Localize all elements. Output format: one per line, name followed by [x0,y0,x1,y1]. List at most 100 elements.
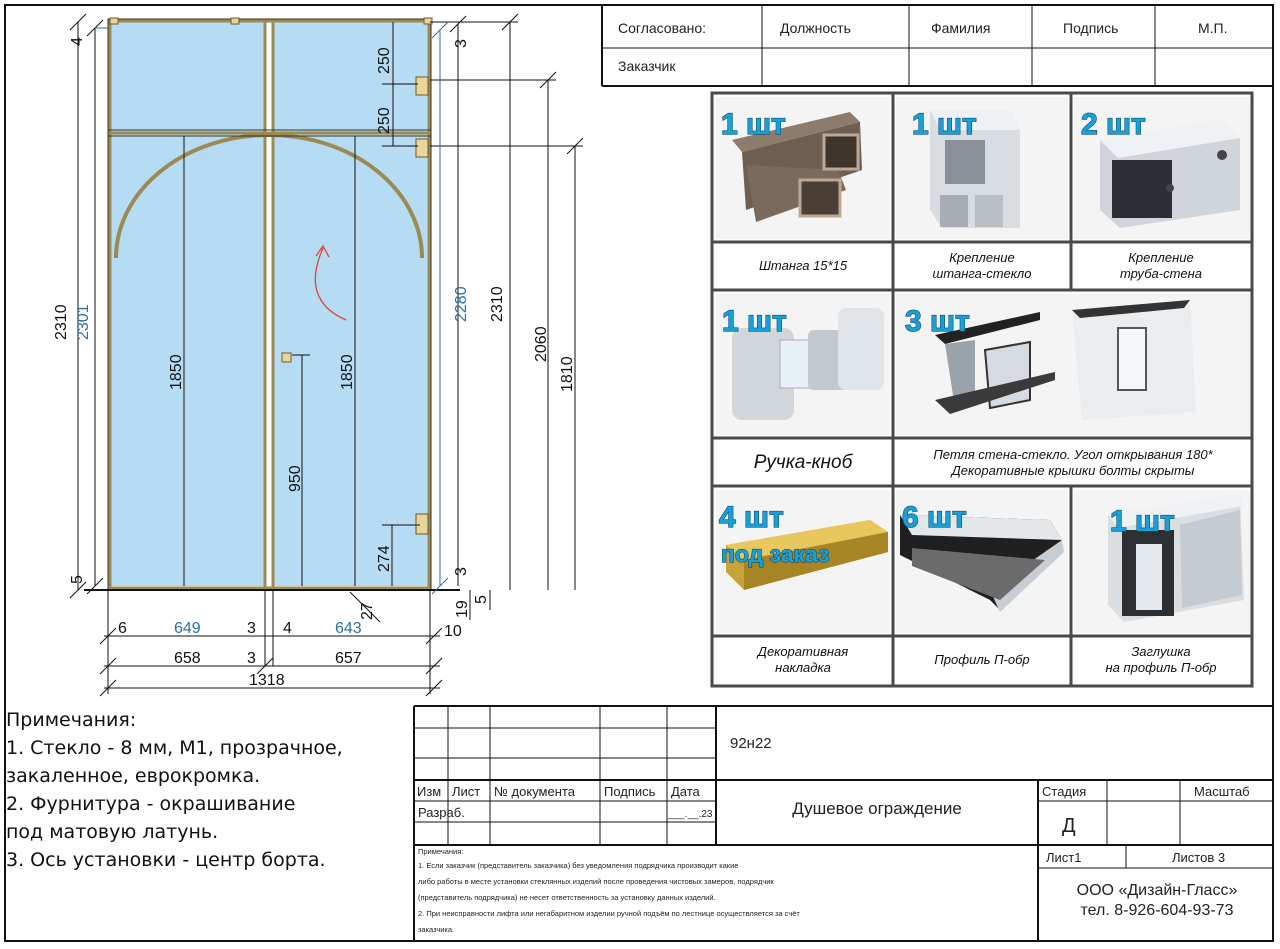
hw-label-1-line-1: штанга-стекло [933,266,1032,281]
decorative-arch [114,133,424,259]
svg-text:274: 274 [376,545,393,572]
quantity-badges: 1 шт 1 шт 2 шт 1 шт 3 шт 4 шт под заказ … [718,107,1175,567]
header-signature: Подпись [604,784,656,799]
qty-6: 6 шт [902,501,967,534]
svg-text:5: 5 [69,575,86,584]
small-note-5: заказчика. [418,925,454,934]
scale-label: Масштаб [1194,784,1250,799]
drawing-sheet [4,4,1274,942]
square-tube-icon [716,97,890,239]
svg-text:2280: 2280 [453,286,470,322]
svg-text:649: 649 [174,620,201,637]
qty-5: 4 шт [719,501,784,534]
hinge-top [415,76,429,96]
profile-end-cap-icon [1074,490,1250,633]
qty-7: 1 шт [1110,505,1175,538]
svg-text:3: 3 [453,567,470,576]
tube-wall-bracket-icon [1074,97,1250,239]
note-line: 1. Стекло - 8 мм, М1, прозрачное, [6,737,343,759]
small-note-4: 2. При неисправности лифта или негабарит… [418,909,800,918]
svg-text:2301: 2301 [75,304,92,340]
qty-3: 1 шт [722,305,787,338]
door-opening-arrow [314,247,347,321]
header-date: Дата [671,784,701,799]
svg-text:250: 250 [376,47,393,74]
glass-fixed-panel [111,22,265,586]
hw-label-0-line-0: Штанга 15*15 [759,258,848,273]
svg-text:27: 27 [359,602,376,620]
qty-5-note: под заказ [721,541,830,567]
svg-text:2310: 2310 [53,304,70,340]
hw-label-4-line-0: Петля стена-стекло. Угол открывания 180* [933,447,1213,462]
svg-text:3: 3 [453,39,470,48]
title-block [413,705,1274,942]
svg-text:643: 643 [335,620,362,637]
svg-text:6: 6 [118,620,127,637]
svg-text:4: 4 [69,37,86,46]
svg-text:658: 658 [174,650,201,667]
brass-frame [108,19,431,590]
sheet-label: Лист1 [1046,850,1081,865]
note-line: под матовую латунь. [6,821,219,843]
svg-text:1850: 1850 [168,354,185,390]
small-note-1: 1. Если заказчик (представитель заказчик… [418,861,738,870]
customer-label: Заказчик [618,58,676,74]
hw-label-2-line-1: труба-стена [1120,266,1202,281]
small-note-2: либо работы в месте установки стеклянных… [418,877,774,886]
hw-label-1-line-0: Крепление [949,250,1014,265]
note-line: 2. Фурнитура - окрашивание [6,793,296,815]
col-surname: Фамилия [931,20,990,36]
svg-text:10: 10 [444,623,462,640]
note-line: 3. Ось установки - центр борта. [6,849,326,871]
approval-table [601,4,1274,87]
notes-title: Примечания: [6,709,137,731]
hardware-table [710,91,1254,688]
qty-0: 1 шт [721,108,786,141]
svg-text:3: 3 [247,650,256,667]
knob-marker [281,352,292,363]
sheets-label: Листов 3 [1172,850,1225,865]
hw-label-2-line-0: Крепление [1128,250,1193,265]
hw-label-3-line-0: Ручка-кноб [754,452,854,473]
developer-label: Разраб. [418,805,465,820]
glass-panels [111,22,428,586]
doc-code: 92н22 [730,735,772,752]
col-stamp: М.П. [1198,20,1228,36]
rod-glass-clamp-icon [896,97,1068,239]
svg-text:3: 3 [247,620,256,637]
top-bracket-left [109,17,119,25]
date-value: ___.__.23 [667,809,713,820]
qty-4: 3 шт [905,305,970,338]
hw-label-5-line-0: Декоративная [756,644,848,659]
top-bracket-right [423,17,433,25]
hw-label-4-line-1: Декоративные крышки болты скрыты [950,463,1195,478]
svg-text:950: 950 [287,465,304,492]
qty-1: 1 шт [912,108,977,141]
hw-label-5-line-1: накладка [775,660,831,675]
hinge-markers [109,17,433,535]
svg-text:2310: 2310 [489,286,506,322]
agreed-label: Согласовано: [618,20,706,36]
svg-text:657: 657 [335,650,362,667]
hw-label-7-line-0: Заглушка [1131,644,1190,659]
svg-text:1850: 1850 [339,354,356,390]
svg-text:1318: 1318 [249,672,285,689]
svg-text:1810: 1810 [559,356,576,392]
hw-label-7-line-1: на профиль П-обр [1105,660,1216,675]
small-note-0: Примечания: [418,847,463,856]
dimension-labels: 4 3 250 250 2310 2301 1850 1850 950 274 … [53,37,576,689]
stage-value: Д [1062,815,1076,837]
svg-text:5: 5 [473,595,490,604]
glass-door-panel [274,22,428,586]
note-line: закаленное, еврокромка. [6,765,261,787]
hinge-bottom [415,513,429,535]
small-note-3: (представитель подрядчика) не несет отве… [418,893,716,902]
hinge-middle [415,138,429,158]
header-doc-number: № документа [494,784,576,799]
svg-text:19: 19 [454,600,471,618]
header-izm: Изм [417,784,441,799]
u-profile-icon [896,490,1068,633]
knob-handle-icon [716,294,890,435]
svg-text:4: 4 [283,620,292,637]
